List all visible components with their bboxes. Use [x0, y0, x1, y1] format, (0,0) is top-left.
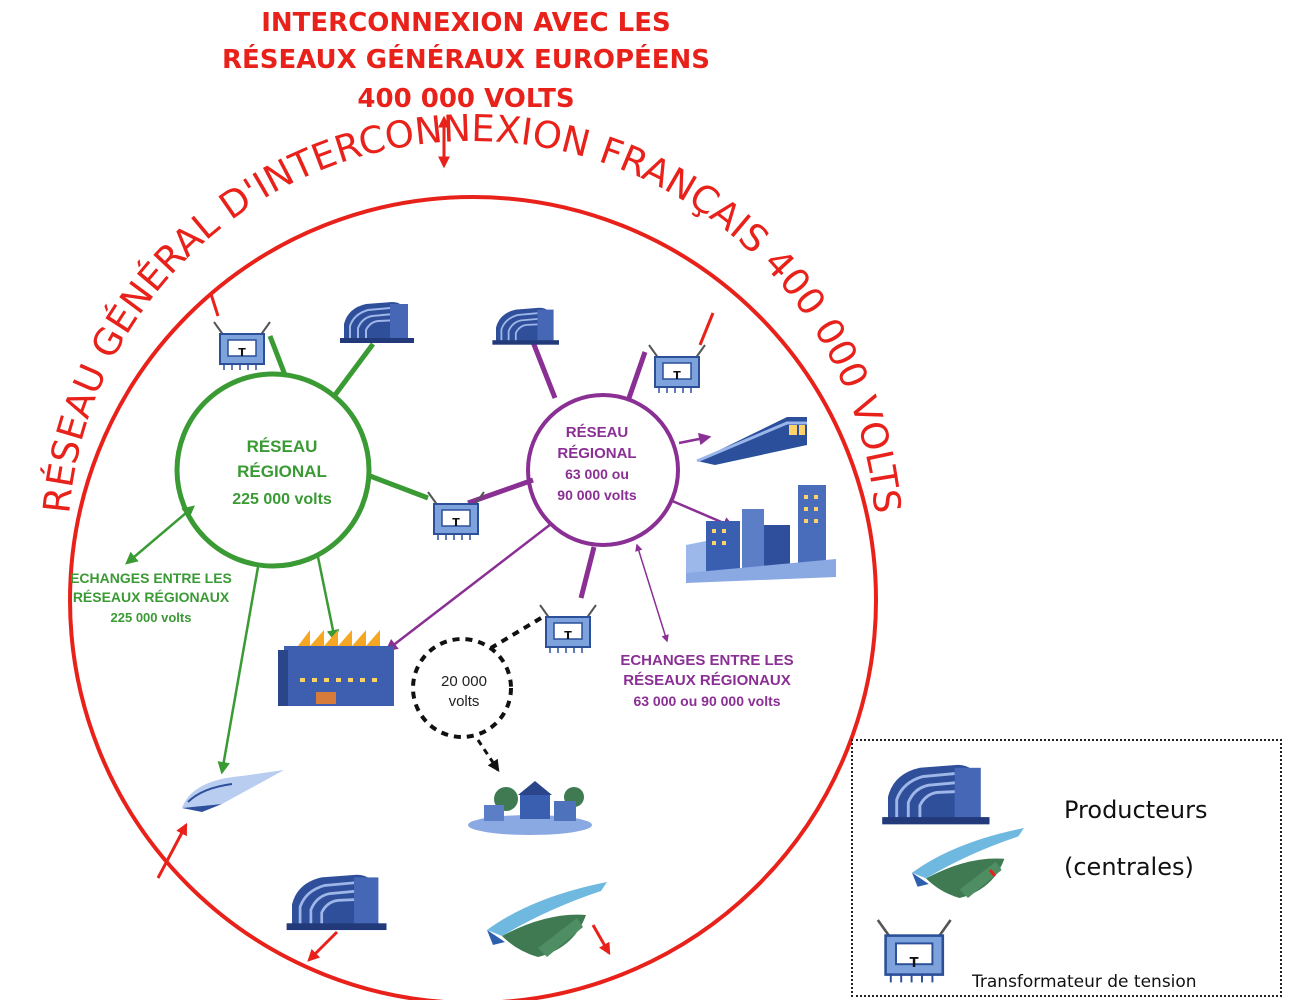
- purple-network-circle: [526, 393, 680, 547]
- legend: Producteurs (centrales) Transformateur d…: [851, 739, 1282, 997]
- title-line-1: INTERCONNEXION AVEC LES: [261, 8, 670, 38]
- purple-exchange-line-3: 63 000 ou 90 000 volts: [633, 693, 780, 709]
- transformer-badges: T T T T: [238, 346, 681, 642]
- purple-regional-network: RÉSEAU RÉGIONAL 63 000 ou 90 000 volts E…: [385, 336, 794, 709]
- legend-icons: T: [876, 763, 1024, 984]
- transformer-badge: T: [452, 516, 460, 529]
- purple-exchange-line-2: RÉSEAUX RÉGIONAUX: [623, 672, 791, 689]
- ring-link-dam-bottom: [591, 924, 611, 956]
- purple-network-line-1: RÉSEAU: [566, 424, 629, 441]
- green-exchange-line-2: RÉSEAUX RÉGIONAUX: [73, 589, 230, 605]
- green-regional-network: RÉSEAU RÉGIONAL 225 000 volts ECHANGES E…: [70, 335, 429, 775]
- ring-link-plant-bottom: [307, 930, 339, 962]
- purple-network-line-4: 90 000 volts: [557, 487, 637, 503]
- green-exchange-arrow: [125, 505, 195, 565]
- green-exchange-line-3: 225 000 volts: [111, 610, 192, 625]
- city-buildings-icon: [686, 485, 836, 583]
- ring-link-top-right: [698, 312, 715, 346]
- purple-link-transformer: [626, 351, 648, 399]
- purple-link-local-transformer: [578, 546, 597, 599]
- legend-transformer-badge: T: [910, 956, 919, 971]
- green-exchange-label: ECHANGES ENTRE LES RÉSEAUX RÉGIONAUX 225…: [70, 570, 232, 625]
- ring-label: RÉSEAU GÉNÉRAL D'INTERCONNEXION FRANÇAIS…: [35, 107, 909, 515]
- title-line-3: 400 000 VOLTS: [357, 84, 574, 114]
- legend-dam-connection: [988, 869, 997, 877]
- purple-exchange-line-1: ECHANGES ENTRE LES: [620, 652, 793, 669]
- local-distribution-network: 20 000 volts: [411, 616, 543, 772]
- village-icon: [468, 781, 592, 835]
- local-network-line-1: 20 000: [441, 673, 487, 690]
- transformer-badge: T: [673, 369, 681, 382]
- green-network-line-2: RÉGIONAL: [237, 462, 327, 481]
- power-plant-icon: [285, 873, 388, 932]
- local-arrow-village: [476, 739, 500, 772]
- purple-network-line-2: RÉGIONAL: [557, 445, 636, 462]
- purple-exchange-label: ECHANGES ENTRE LES RÉSEAUX RÉGIONAUX 63 …: [620, 652, 793, 709]
- green-exchange-line-1: ECHANGES ENTRE LES: [70, 570, 232, 586]
- green-link-plant: [332, 342, 376, 397]
- legend-producers-label: Producteurs: [1064, 796, 1208, 824]
- ring-link-train: [156, 822, 188, 879]
- purple-network-line-3: 63 000 ou: [565, 466, 629, 482]
- local-network-line-2: volts: [449, 693, 480, 710]
- green-arrow-train: [217, 566, 260, 775]
- purple-arrow-rail: [678, 432, 712, 446]
- purple-link-plant: [528, 336, 558, 399]
- purple-arrow-factory: [385, 523, 552, 652]
- hydro-dam-icon: [487, 882, 607, 957]
- power-plant-icon: [491, 306, 560, 346]
- purple-exchange-arrow: [635, 543, 669, 643]
- high-speed-train-icon: [182, 770, 284, 812]
- legend-transformer-label: Transformateur de tension: [972, 972, 1197, 992]
- regional-train-icon: [696, 417, 807, 465]
- ring-connections: [156, 293, 715, 962]
- green-network-line-3: 225 000 volts: [232, 491, 332, 508]
- green-link-transformer: [267, 335, 288, 376]
- title-line-2: RÉSEAUX GÉNÉRAUX EUROPÉENS: [222, 43, 710, 75]
- transformer-badge: T: [564, 629, 572, 642]
- ring-link-top-left: [209, 293, 220, 317]
- local-link-transformer: [489, 616, 543, 650]
- green-link-center-transformer: [369, 473, 429, 501]
- green-network-circle: [174, 371, 372, 569]
- local-network-circle: [411, 637, 513, 739]
- power-plant-icon: [339, 301, 415, 344]
- green-arrow-factory: [316, 556, 340, 643]
- title-block: INTERCONNEXION AVEC LES RÉSEAUX GÉNÉRAUX…: [222, 8, 710, 114]
- transformer-badge: T: [238, 346, 246, 359]
- legend-plants-label: (centrales): [1064, 853, 1194, 881]
- national-grid-ring: [68, 195, 878, 1000]
- factory-icon: [278, 630, 394, 706]
- green-network-line-1: RÉSEAU: [247, 437, 318, 456]
